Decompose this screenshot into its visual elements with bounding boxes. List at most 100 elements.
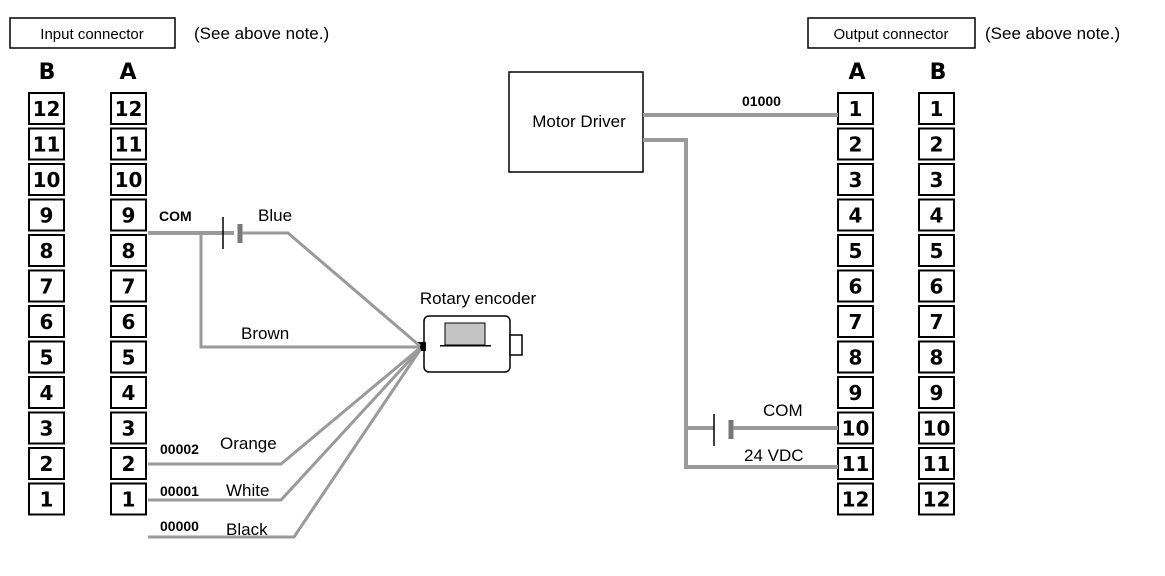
output-pin-a-number: 1: [849, 97, 863, 121]
output-pin-b-number: 11: [923, 452, 951, 476]
input-pin-b-box: [28, 482, 65, 516]
input-col-b-header: B: [39, 60, 56, 85]
output-pin-b-box: [918, 127, 955, 161]
white-wire: [148, 347, 422, 502]
input-pin-a-number: 10: [115, 168, 143, 192]
input-pin-a-number: 9: [122, 204, 136, 228]
output-pin-a-box: [837, 92, 874, 125]
output-pin-a-number: 9: [849, 381, 863, 405]
output-col-b-header: B: [930, 60, 947, 85]
output-pin-a-number: 10: [842, 417, 870, 441]
output-pin-a-number: 8: [849, 346, 863, 370]
input-pin-a-box: [110, 127, 147, 161]
output-pin-b-box: [918, 92, 955, 125]
input-pin-a-box: [110, 376, 147, 409]
input-pin-b-number: 11: [33, 133, 61, 157]
output-pin-b-number: 12: [923, 488, 951, 512]
input-pin-a-number: 7: [122, 275, 136, 299]
brown-wire: [199, 233, 420, 349]
output-pin-a-box: [837, 447, 874, 480]
orange-wire: [148, 346, 421, 466]
output-pin-b-number: 7: [930, 310, 944, 334]
input-pin-a-number: 1: [122, 488, 136, 512]
com-output-label: COM: [763, 401, 803, 420]
input-pin-a-box: [110, 447, 147, 480]
input-pin-a-number: 5: [122, 346, 136, 370]
input-pin-b-number: 5: [40, 346, 54, 370]
output-pin-b-box: [918, 269, 955, 303]
output-pin-a-box: [837, 340, 874, 374]
input-pin-b-box: [28, 269, 65, 303]
output-pin-b-number: 8: [930, 346, 944, 370]
output-pin-b-box: [918, 163, 955, 196]
input-connector-note: (See above note.): [194, 24, 329, 43]
input-pin-b-box: [28, 163, 65, 196]
input-pin-b-number: 2: [40, 452, 54, 476]
vdc-label: 24 VDC: [744, 446, 804, 465]
input-pin-b-number: 12: [33, 97, 61, 121]
input-pin-b-number: 9: [40, 204, 54, 228]
input-pin-a-number: 8: [122, 239, 136, 263]
black-wire: [148, 349, 422, 539]
output-pin-a-number: 6: [849, 275, 863, 299]
output-pin-a-number: 12: [842, 488, 870, 512]
input-pin-b-box: [28, 234, 65, 267]
output-pin-a-box: [837, 411, 874, 445]
output-pin-a-box: [837, 163, 874, 196]
input-pin-a-box: [110, 340, 147, 374]
input-pin-a-number: 11: [115, 133, 143, 157]
output-pin-b-box: [918, 340, 955, 374]
input-pin-b-box: [28, 198, 65, 232]
output-pin-b-box: [918, 376, 955, 409]
input-pin-a-box: [110, 92, 147, 125]
motor-driver-label: Motor Driver: [532, 112, 626, 131]
output-connector-label: Output connector: [833, 26, 948, 43]
input-pin-a-number: 3: [122, 417, 136, 441]
output-pin-b-number: 5: [930, 239, 944, 263]
output-wiring: [643, 113, 838, 469]
input-pin-a-number: 6: [122, 310, 136, 334]
brown-wire-label: Brown: [241, 324, 289, 343]
output-pin-a-number: 5: [849, 239, 863, 263]
vdc-wire: [684, 428, 838, 469]
output-pin-a-box: [837, 269, 874, 303]
input-pin-b-number: 6: [40, 310, 54, 334]
black-wire-label: Black: [226, 520, 268, 539]
output-pin-a-box: [837, 482, 874, 516]
output-pin-a-box: [837, 376, 874, 409]
blue-wire: [242, 231, 421, 348]
input-pin-a-box: [110, 305, 147, 338]
input-pin-a-number: 2: [122, 452, 136, 476]
blue-wire-label: Blue: [258, 206, 292, 225]
output-pin-a-box: [837, 198, 874, 232]
input-pin-b-number: 10: [33, 168, 61, 192]
address-00001-label: 00001: [160, 483, 199, 499]
output-pin-b-box: [918, 447, 955, 480]
input-col-a-header: A: [119, 60, 136, 85]
input-pin-b-box: [28, 340, 65, 374]
driver-com-wire: [643, 138, 714, 430]
rotary-encoder-icon: [418, 315, 523, 373]
input-pin-a-box: [110, 163, 147, 196]
output-col-a-header: A: [848, 60, 865, 85]
output-pin-b-box: [918, 234, 955, 267]
input-connector-label: Input connector: [40, 26, 143, 43]
output-pin-b-box: [918, 411, 955, 445]
output-pin-b-box: [918, 305, 955, 338]
output-pin-a-number: 3: [849, 168, 863, 192]
output-pin-a-number: 4: [849, 204, 863, 228]
input-pin-a-box: [110, 411, 147, 445]
output-connector-note: (See above note.): [985, 24, 1120, 43]
input-pin-b-number: 8: [40, 239, 54, 263]
input-pin-b-box: [28, 92, 65, 125]
address-01000-label: 01000: [742, 93, 781, 109]
input-pin-b-box: [28, 127, 65, 161]
input-pin-b-number: 1: [40, 488, 54, 512]
input-pin-b-box: [28, 447, 65, 480]
output-pin-b-number: 9: [930, 381, 944, 405]
address-00000-label: 00000: [160, 518, 199, 534]
